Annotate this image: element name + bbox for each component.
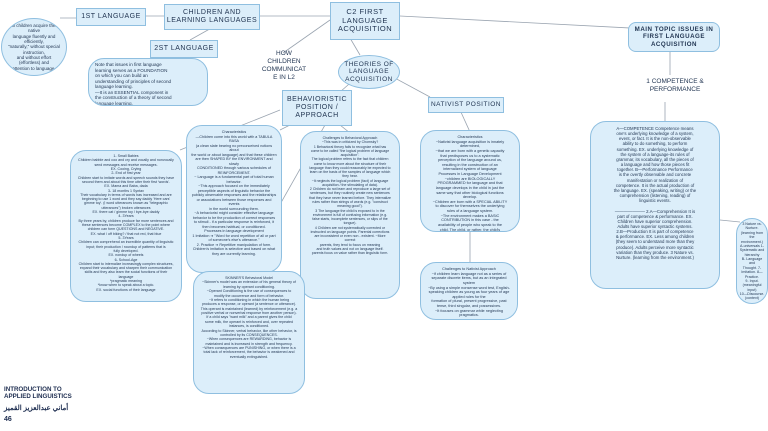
theories-label: THEORIES OF LANGUAGE ACQUISITION — [344, 60, 394, 83]
behavioristic-node[interactable]: BEHAVIORISTIC POSITION / APPROACH — [282, 90, 352, 126]
central-node[interactable]: C2 FIRST LANGUAGE ACQUISITION — [330, 2, 400, 40]
main-topic-label: MAIN TOPIC ISSUES IN FIRST LANGUAGE ACQU… — [634, 26, 714, 48]
footer-title-line2: APPLIED LINGUISTICS — [4, 392, 72, 400]
how-children-node[interactable]: HOW CHILDREN COMMUNICAT E IN L2 — [250, 50, 318, 94]
central-label: C2 FIRST LANGUAGE ACQUISITION — [337, 7, 393, 34]
nativist-node[interactable]: NATIVIST POSITION — [428, 97, 504, 113]
footer-title: INTRODUCTION TO APPLIED LINGUISTICS — [4, 386, 72, 401]
second-language-note: Note that issues in first language learn… — [88, 58, 208, 106]
competence-label: 1 COMPETENCE & PERFORMANCE — [646, 78, 704, 94]
second-language-node[interactable]: 2ST LANGUAGE — [150, 40, 218, 58]
first-language-node[interactable]: 1ST LANGUAGE — [76, 8, 146, 26]
main-topic-node[interactable]: MAIN TOPIC ISSUES IN FIRST LANGUAGE ACQU… — [628, 22, 720, 52]
footer-title-line1: INTRODUCTION TO — [4, 386, 62, 393]
first-language-note: All children acquire their native langua… — [1, 18, 67, 76]
children-languages-node[interactable]: CHILDREN AND LEARNING LANGUAGES — [164, 4, 260, 30]
nativist-challenges-note: Challenges to Nativist Approach ~if chil… — [420, 262, 518, 320]
competence-note: A—COMPETENCE Competence means one's unde… — [590, 121, 720, 289]
second-language-label: 2ST LANGUAGE — [154, 44, 214, 52]
behav-characteristics-note: Characteristics —Children come into this… — [186, 125, 282, 273]
children-languages-label: CHILDREN AND LEARNING LANGUAGES — [166, 8, 258, 24]
skinner-note: SKINNER'S Behavioral Model ~Skinner's mo… — [193, 271, 305, 394]
small-babies-note: 1- Small Babies Children babble and coo … — [70, 150, 182, 302]
behav-challenges-note: Challenges to Behavioral Approach ~This … — [300, 131, 400, 299]
competence-node[interactable]: 1 COMPETENCE & PERFORMANCE — [635, 78, 715, 100]
footer-author: أماني عبدالعزيز القميز — [4, 405, 69, 412]
behavioristic-label: BEHAVIORISTIC POSITION / APPROACH — [286, 95, 348, 120]
first-language-label: 1ST LANGUAGE — [81, 12, 141, 20]
nature-note: 3 Nature vs. Nurture. (learning from the… — [736, 218, 768, 304]
theories-node[interactable]: THEORIES OF LANGUAGE ACQUISITION — [338, 55, 400, 89]
nativist-label: NATIVIST POSITION — [430, 101, 502, 109]
footer-page-number: 46 — [4, 416, 12, 423]
how-children-label: HOW CHILDREN COMMUNICAT E IN L2 — [261, 50, 307, 82]
nativist-characteristics-note: Characteristics ~Nativist language acqui… — [420, 130, 520, 232]
